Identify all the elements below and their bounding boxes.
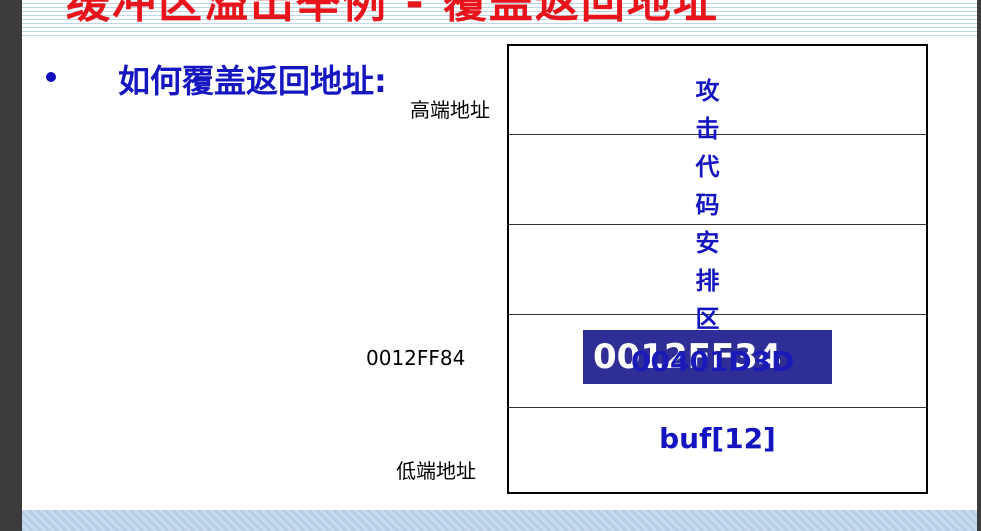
header-stripes bbox=[22, 0, 977, 38]
bullet-icon bbox=[46, 72, 56, 82]
slide-title: 缓冲区溢出举例 - 覆盖返回地址 bbox=[66, 0, 719, 28]
stack-divider bbox=[509, 224, 926, 225]
low-address-label: 低端地址 bbox=[396, 459, 476, 483]
return-address-box bbox=[583, 330, 832, 384]
bullet-text: 如何覆盖返回地址: bbox=[118, 62, 387, 100]
stack-diagram: 攻击代码安排区域 0012FF34 00401D3D buf[12] bbox=[507, 44, 928, 494]
high-address-label: 高端地址 bbox=[410, 98, 490, 122]
return-address-label: 0012FF84 bbox=[366, 346, 466, 370]
stack-divider bbox=[509, 134, 926, 135]
footer-band bbox=[22, 510, 977, 531]
stack-divider bbox=[509, 314, 926, 315]
slide: 缓冲区溢出举例 - 覆盖返回地址 如何覆盖返回地址: 高端地址 0012FF84… bbox=[22, 0, 977, 531]
buffer-label: buf[12] bbox=[659, 422, 776, 455]
return-address-value: 0012FF34 bbox=[593, 337, 782, 377]
stack-divider bbox=[509, 407, 926, 408]
original-return-address-value: 00401D3D bbox=[631, 345, 795, 378]
